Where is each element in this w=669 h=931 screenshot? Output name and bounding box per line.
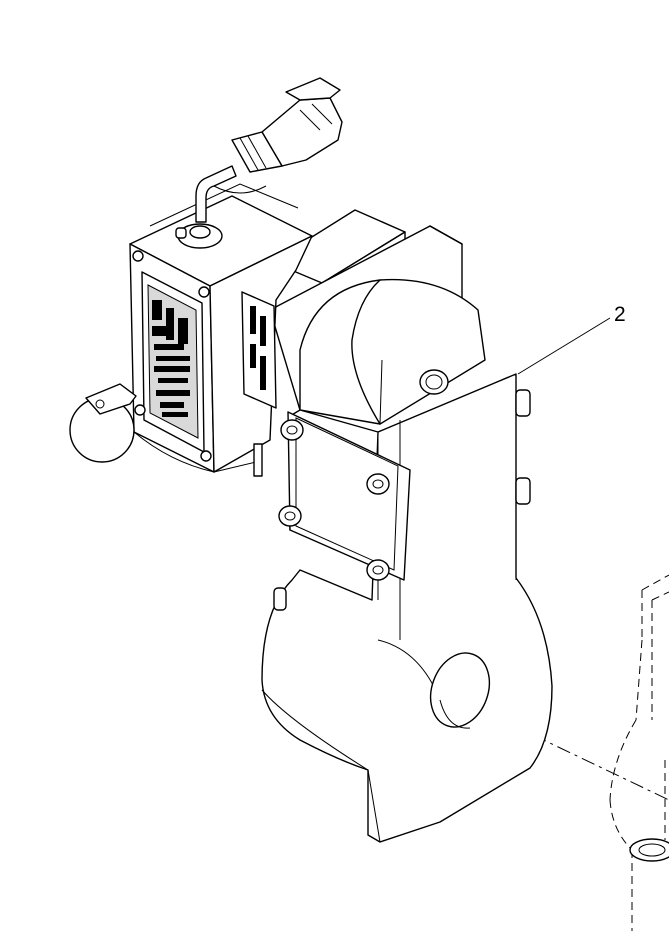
lever-knob: [69, 383, 137, 463]
secondary-assembly-phantom: [609, 574, 669, 931]
callout-2-label: 2: [614, 303, 626, 326]
electronic-module: [129, 183, 313, 477]
hex-bolt: [366, 473, 390, 495]
mounting-flange: [273, 411, 411, 611]
label-markings: [152, 300, 190, 417]
main-bracket: [261, 209, 553, 843]
hex-bolt: [278, 505, 302, 527]
corner-screw: [198, 286, 210, 298]
corner-screw: [132, 250, 144, 262]
corner-screw: [134, 404, 146, 416]
hex-bolt: [280, 419, 304, 441]
callout-leader-line: [517, 317, 611, 375]
hex-bolt: [366, 559, 390, 581]
corner-screw: [200, 450, 212, 462]
cable-connector: [175, 77, 343, 249]
